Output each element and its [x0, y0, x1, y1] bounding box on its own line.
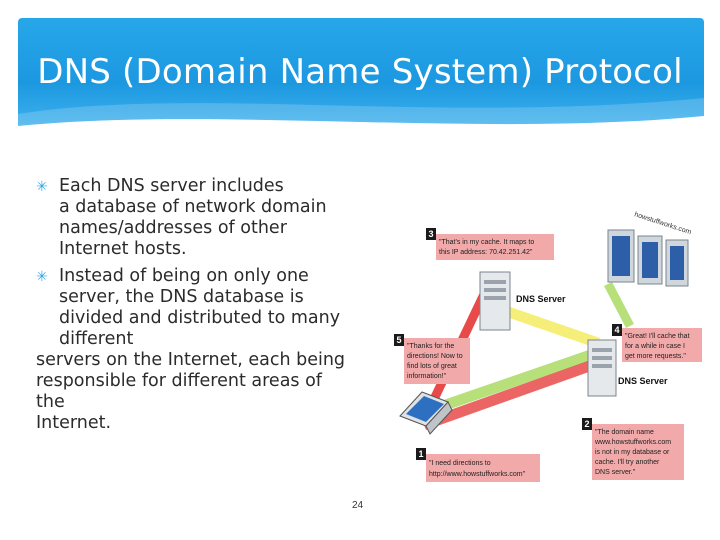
- step-badge: [394, 334, 404, 346]
- callout-text: information!": [407, 373, 447, 380]
- step-number: 5: [396, 335, 401, 345]
- step-badge: [612, 324, 622, 336]
- callout: [426, 454, 540, 482]
- slide-title: DNS (Domain Name System) Protocol: [37, 52, 683, 92]
- callout-text: this IP address: 70.42.251.42": [439, 249, 533, 256]
- callout-text: "I need directions to: [429, 460, 491, 467]
- bullet-line: Internet hosts.: [59, 239, 187, 259]
- callout-text: http://www.howstuffworks.com": [429, 471, 526, 478]
- laptop-icon: [399, 391, 453, 435]
- callout-text: "Thanks for the: [407, 343, 454, 350]
- callout: [436, 234, 554, 260]
- callout-text: get more requests.": [625, 353, 686, 360]
- bullet-line: servers on the Internet, each being: [36, 350, 346, 370]
- server-icon: [587, 339, 617, 397]
- page-number: 24: [352, 500, 364, 511]
- callout-text: is not in my database or: [595, 449, 670, 456]
- step-number: 3: [428, 229, 433, 239]
- bullet-line: the: [36, 392, 65, 412]
- bullet-item: ✳ Each DNS server includes a database of…: [36, 176, 366, 260]
- callout-text: for a while in case I: [625, 343, 685, 350]
- bullet-line: Internet.: [36, 413, 112, 433]
- bullet-list: ✳ Each DNS server includes a database of…: [36, 176, 366, 440]
- arrow-green: [604, 282, 634, 328]
- server-label: DNS Server: [618, 376, 668, 386]
- bullet-line: responsible for different areas of: [36, 371, 322, 391]
- callout-text: "Great! I'll cache that: [625, 333, 690, 340]
- bullet-line: Instead of being on only one: [59, 266, 309, 286]
- watermark: howstuffworks.com: [633, 211, 692, 236]
- asterisk-icon: ✳: [36, 179, 48, 195]
- arrow-yellow: [492, 302, 600, 348]
- step-number: 4: [614, 325, 619, 335]
- callout-text: www.howstuffworks.com: [594, 439, 671, 446]
- step-number: 1: [418, 449, 423, 459]
- dns-diagram: howstuffworks.com DNS Server DNS Server …: [394, 211, 702, 482]
- callout-text: DNS server.": [595, 469, 636, 476]
- arrow-green: [426, 346, 604, 416]
- bullet-line: a database of network domain: [59, 197, 327, 217]
- bullet-line: names/addresses of other: [59, 218, 287, 238]
- asterisk-icon: ✳: [36, 269, 48, 285]
- bullet-line: different: [59, 329, 134, 349]
- callout-text: "The domain name: [595, 429, 654, 436]
- bullet-item: ✳ Instead of being on only one server, t…: [36, 266, 366, 434]
- title-banner: [18, 18, 704, 136]
- callout-text: "That's in my cache. It maps to: [439, 239, 534, 246]
- bullet-line: Each DNS server includes: [59, 176, 284, 196]
- callout: [404, 338, 470, 384]
- server-icon: [479, 271, 511, 331]
- server-rack-icon: [607, 229, 689, 287]
- step-badge: [426, 228, 436, 240]
- server-label: DNS Server: [516, 294, 566, 304]
- step-badge: [582, 418, 592, 430]
- bullet-line: divided and distributed to many: [59, 308, 341, 328]
- callout: [592, 424, 684, 480]
- arrow-red: [422, 358, 600, 430]
- step-badge: [416, 448, 426, 460]
- callout: [622, 328, 702, 362]
- step-number: 2: [584, 419, 589, 429]
- callout-text: directions! Now to: [407, 353, 463, 360]
- callout-text: find lots of great: [407, 363, 457, 370]
- banner-wave: [18, 98, 704, 136]
- bullet-line: server, the DNS database is: [59, 287, 304, 307]
- callout-text: cache. I'll try another: [595, 459, 660, 466]
